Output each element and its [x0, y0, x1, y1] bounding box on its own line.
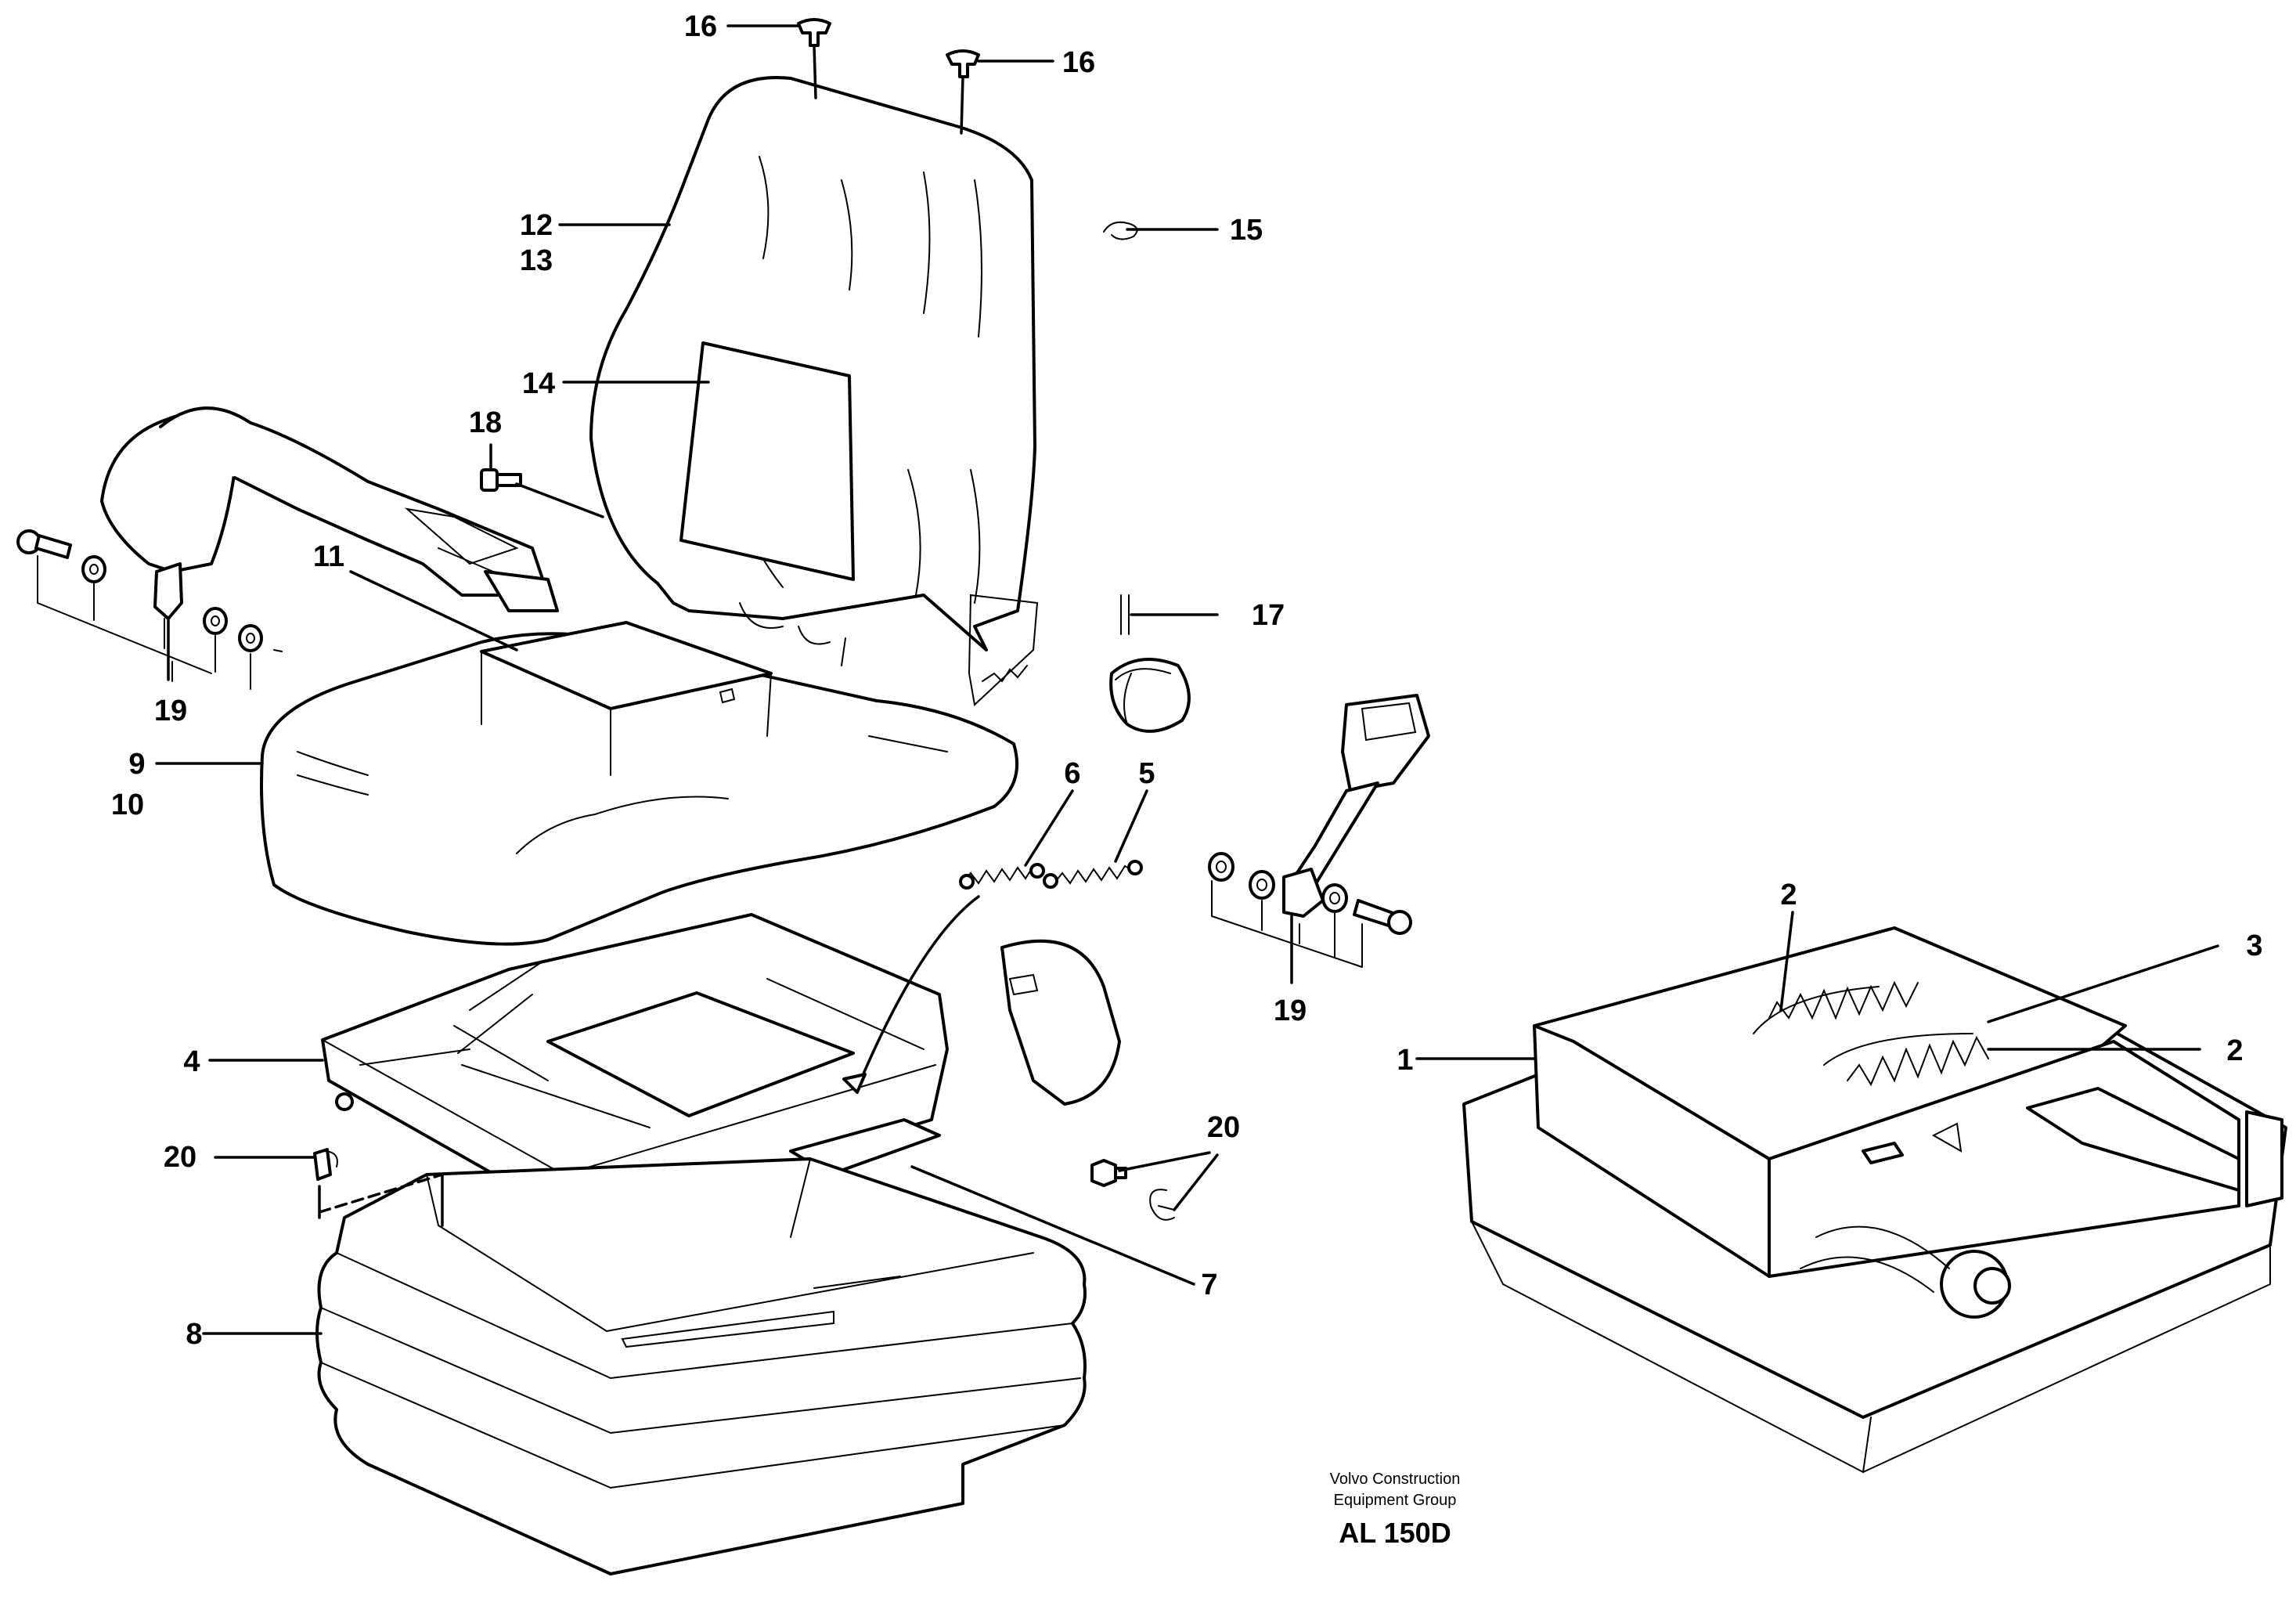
callout-1: 1 [1397, 1044, 1413, 1077]
bracket-lines-left [37, 555, 283, 690]
footer: Volvo Construction Equipment Group AL 15… [1330, 1471, 1461, 1549]
seat-frame [321, 913, 1121, 1226]
spring-6 [959, 863, 1045, 890]
dashed-positioning-line [318, 1173, 444, 1227]
bellows [315, 1157, 1087, 1575]
clip-20-right [1149, 1189, 1175, 1221]
callout-16-top-left: 16 [684, 10, 717, 43]
footer-company-line1: Volvo Construction [1330, 1471, 1461, 1488]
callout-5: 5 [1138, 757, 1155, 790]
callout-20-left: 20 [164, 1141, 196, 1174]
callout-15: 15 [1230, 214, 1263, 247]
washers-left [81, 555, 263, 652]
lumbar-cushion-pad [679, 341, 855, 581]
footer-company-line2: Equipment Group [1334, 1492, 1457, 1509]
callout-8: 8 [186, 1318, 202, 1351]
suspension-unit [1462, 926, 2287, 1474]
leader-lines [155, 24, 2219, 1335]
callout-14: 14 [522, 367, 555, 400]
callout-6: 6 [1064, 757, 1080, 790]
callout-18: 18 [469, 406, 502, 439]
callout-2-top: 2 [1780, 879, 1797, 911]
callout-3: 3 [2246, 929, 2262, 962]
callout-17: 17 [1252, 599, 1285, 632]
clip-20-left [313, 1148, 338, 1181]
footer-code: AL 150D [1339, 1517, 1451, 1549]
seatbelt-retractor-left [100, 406, 559, 620]
callout-4: 4 [183, 1045, 200, 1078]
washers-right [1208, 852, 1348, 913]
callout-7: 7 [1201, 1269, 1217, 1301]
assembly-arrow [842, 895, 980, 1094]
callout-12: 12 [520, 209, 553, 242]
seatbelt-buckle-right [1282, 694, 1430, 918]
seat-cushion [260, 621, 1019, 946]
bolt-18 [480, 468, 522, 492]
headrest-plug-left [797, 18, 831, 47]
callout-20-right: 20 [1207, 1111, 1240, 1144]
callout-9: 9 [128, 748, 145, 781]
callout-11: 11 [313, 540, 344, 573]
adjustment-knob [1109, 594, 1191, 733]
callout-2-right: 2 [2226, 1034, 2243, 1067]
callout-16-top-right: 16 [1062, 46, 1095, 79]
bolt-right [1353, 899, 1412, 935]
callout-labels: 16 16 12 13 15 14 18 11 19 9 10 17 6 5 1… [111, 10, 2263, 1351]
callout-10: 10 [111, 789, 144, 821]
callout-13: 13 [520, 244, 553, 277]
bracket-lines-right [1211, 880, 1363, 968]
callout-19-right: 19 [1274, 994, 1307, 1027]
headrest-plug-right [946, 49, 980, 78]
plug-20 [1090, 1159, 1127, 1187]
bolt-left [16, 529, 72, 559]
spring-5 [1043, 860, 1143, 889]
callout-19-left: 19 [154, 695, 187, 727]
